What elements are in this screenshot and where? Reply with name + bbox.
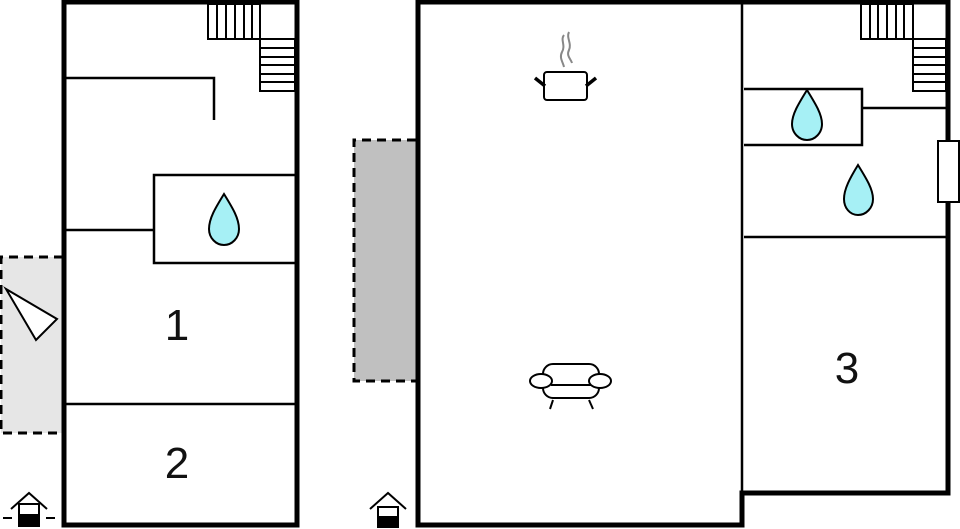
water-drop-icon xyxy=(842,163,875,217)
entrance-icon xyxy=(369,491,407,528)
left-building-walls xyxy=(61,0,300,528)
right-terrace xyxy=(352,138,416,383)
room-label-3: 3 xyxy=(834,344,860,393)
entrance-icon xyxy=(3,491,55,527)
room-label-2: 2 xyxy=(164,439,190,488)
water-drop-icon xyxy=(207,192,241,247)
staircase-icon xyxy=(860,3,947,92)
left-terrace xyxy=(0,255,63,435)
cooking-pot-icon xyxy=(533,31,598,101)
water-drop-icon xyxy=(790,88,824,142)
staircase-icon xyxy=(207,3,296,92)
right-building-walls xyxy=(415,0,960,528)
room-label-1: 1 xyxy=(164,301,190,350)
view-direction-icon xyxy=(3,286,59,342)
sofa-icon xyxy=(529,363,612,410)
